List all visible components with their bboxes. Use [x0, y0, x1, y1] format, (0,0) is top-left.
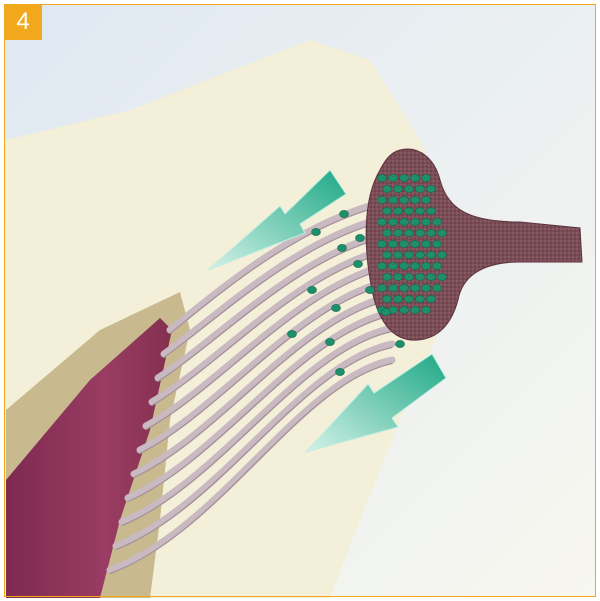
- vesicle: [378, 174, 387, 181]
- vesicle: [383, 207, 392, 214]
- vesicle: [411, 284, 420, 291]
- vesicle: [433, 218, 442, 225]
- vesicle: [416, 251, 425, 258]
- vesicle: [422, 284, 431, 291]
- vesicle: [394, 207, 403, 214]
- vesicle: [400, 284, 409, 291]
- vesicle: [400, 218, 409, 225]
- vesicle: [411, 240, 420, 247]
- vesicle: [411, 306, 420, 313]
- vesicle: [405, 295, 414, 302]
- vesicle: [416, 229, 425, 236]
- vesicle: [378, 218, 387, 225]
- vesicle: [396, 340, 405, 347]
- vesicle: [427, 207, 436, 214]
- vesicle: [405, 273, 414, 280]
- vesicle: [366, 286, 375, 293]
- vesicle: [354, 260, 363, 267]
- vesicle: [422, 174, 431, 181]
- vesicle: [378, 240, 387, 247]
- vesicle: [389, 218, 398, 225]
- vesicle: [422, 218, 431, 225]
- vesicle: [394, 295, 403, 302]
- vesicle: [411, 262, 420, 269]
- vesicle: [427, 295, 436, 302]
- vesicle: [433, 240, 442, 247]
- vesicle: [400, 196, 409, 203]
- vesicle: [400, 174, 409, 181]
- vesicle: [400, 262, 409, 269]
- vesicle: [427, 273, 436, 280]
- vesicle: [288, 330, 297, 337]
- vesicle: [416, 295, 425, 302]
- vesicle: [378, 196, 387, 203]
- vesicle: [394, 229, 403, 236]
- vesicle: [411, 174, 420, 181]
- vesicle: [422, 262, 431, 269]
- vesicle: [411, 196, 420, 203]
- vesicle: [394, 251, 403, 258]
- vesicle: [422, 240, 431, 247]
- vesicle: [438, 251, 447, 258]
- vesicle: [422, 306, 431, 313]
- vesicle: [433, 262, 442, 269]
- vesicle: [394, 273, 403, 280]
- vesicle: [383, 251, 392, 258]
- vesicle: [400, 240, 409, 247]
- vesicle: [433, 284, 442, 291]
- panel-number-badge: 4: [4, 4, 42, 40]
- vesicle: [416, 185, 425, 192]
- vesicle: [378, 262, 387, 269]
- vesicle: [389, 284, 398, 291]
- vesicle: [411, 218, 420, 225]
- vesicle: [326, 338, 335, 345]
- vesicle: [308, 286, 317, 293]
- vesicle: [427, 229, 436, 236]
- vesicle: [383, 273, 392, 280]
- vesicle: [427, 185, 436, 192]
- vesicle: [338, 244, 347, 251]
- vesicle: [340, 210, 349, 217]
- vesicle: [438, 229, 447, 236]
- vesicle: [405, 229, 414, 236]
- vesicle: [356, 234, 365, 241]
- vesicle: [383, 295, 392, 302]
- vesicle: [383, 229, 392, 236]
- vesicle: [422, 196, 431, 203]
- vesicle: [416, 273, 425, 280]
- vesicle: [405, 207, 414, 214]
- vesicle: [389, 196, 398, 203]
- vesicle: [394, 185, 403, 192]
- vesicle: [438, 273, 447, 280]
- vesicle: [382, 308, 391, 315]
- vesicle: [383, 185, 392, 192]
- vesicle: [332, 304, 341, 311]
- vesicle: [389, 240, 398, 247]
- vesicle: [427, 251, 436, 258]
- vesicle: [336, 368, 345, 375]
- vesicle: [389, 174, 398, 181]
- vesicle: [400, 306, 409, 313]
- vesicle: [389, 262, 398, 269]
- vesicle: [312, 228, 321, 235]
- vesicle: [378, 284, 387, 291]
- vesicle: [405, 251, 414, 258]
- vesicle: [405, 185, 414, 192]
- vesicle: [416, 207, 425, 214]
